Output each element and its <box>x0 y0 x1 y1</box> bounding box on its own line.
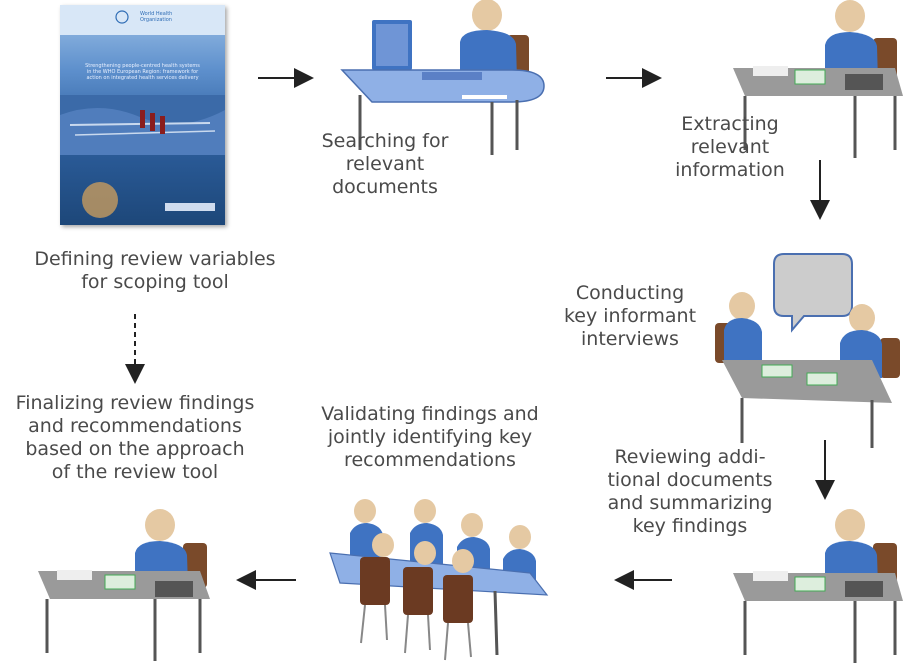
extract-illustration <box>725 0 905 160</box>
step-define-label: Defining review variables for scoping to… <box>34 248 276 293</box>
step-review-label: Reviewing addi- tional documents and sum… <box>607 446 773 537</box>
validate-illustration <box>325 495 550 665</box>
step-extract-label: Extracting relevant information <box>675 113 785 181</box>
step-interview-label: Conducting key informant interviews <box>563 282 697 350</box>
review-illustration <box>725 505 905 665</box>
cover-title: Strengthening people-centred health syst… <box>85 63 200 81</box>
step-search-label: Searching for relevant documents <box>321 130 449 198</box>
cover-org: World Health Organization <box>140 11 173 23</box>
search-illustration <box>312 0 547 160</box>
report-cover: Strengthening people-centred health syst… <box>60 5 225 225</box>
cover-art <box>60 5 225 218</box>
step-validate-label: Validating findings and jointly identify… <box>321 403 539 471</box>
step-finalize-label: Finalizing review findings and recommend… <box>15 392 255 483</box>
finalize-illustration <box>35 505 215 665</box>
interview-illustration <box>712 248 907 453</box>
